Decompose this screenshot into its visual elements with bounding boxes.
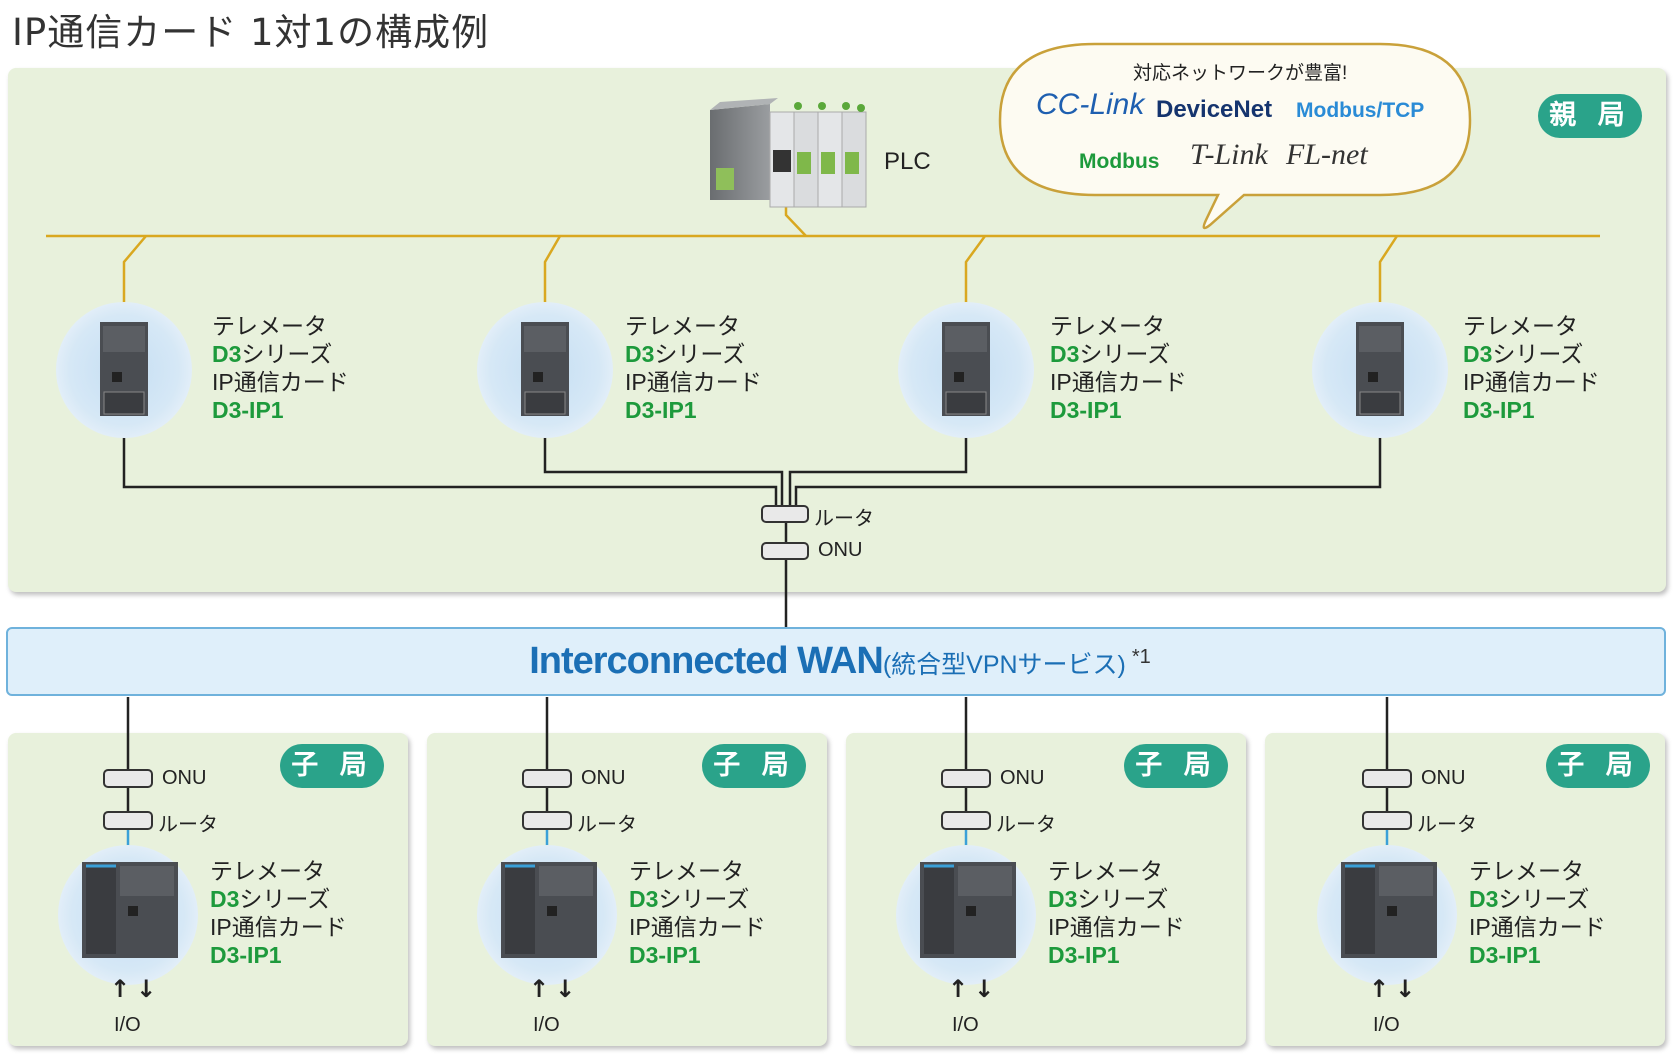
child-device-label: テレメータ D3シリーズ IP通信カード D3-IP1	[1048, 858, 1185, 968]
io-label: I/O	[952, 1014, 979, 1036]
master-device-label: テレメータ D3シリーズ IP通信カード D3-IP1	[1463, 313, 1600, 423]
router-label: ルータ	[158, 814, 218, 836]
onu-label: ONU	[162, 767, 207, 789]
t-link-logo: T-Link	[1190, 138, 1268, 171]
child-station-badge: 子 局	[1546, 744, 1650, 788]
io-arrows-icon: ↑↓	[110, 975, 163, 1003]
child-device-image	[1317, 845, 1457, 985]
onu-label: ONU	[581, 767, 626, 789]
child-device-label: テレメータ D3シリーズ IP通信カード D3-IP1	[1469, 858, 1606, 968]
modbus-logo: Modbus	[1079, 150, 1160, 173]
child-station-badge: 子 局	[280, 744, 384, 788]
master-device-label: テレメータ D3シリーズ IP通信カード D3-IP1	[212, 313, 349, 423]
router-box	[1362, 811, 1412, 830]
plc-device-image	[710, 98, 867, 208]
master-device-image	[56, 302, 192, 438]
onu-box	[941, 769, 991, 788]
io-arrows-icon: ↑↓	[948, 975, 1001, 1003]
router-box	[941, 811, 991, 830]
bubble-heading: 対応ネットワークが豊富!	[1133, 63, 1348, 84]
io-label: I/O	[533, 1014, 560, 1036]
wan-name: Interconnected WAN	[529, 640, 884, 682]
child-device-image	[896, 845, 1036, 985]
cc-link-logo: CC-Link	[1036, 88, 1145, 121]
onu-box	[761, 542, 809, 560]
router-box	[761, 505, 809, 523]
io-label: I/O	[114, 1014, 141, 1036]
io-arrows-icon: ↑↓	[1369, 975, 1422, 1003]
page-title: IP通信カード 1対1の構成例	[12, 11, 490, 54]
onu-box	[1362, 769, 1412, 788]
child-station-badge: 子 局	[1124, 744, 1228, 788]
plc-label: PLC	[884, 148, 931, 175]
devicenet-logo: DeviceNet	[1156, 96, 1273, 123]
router-label: ルータ	[1417, 814, 1477, 836]
wan-label: Interconnected WAN(統合型VPNサービス)*1	[0, 640, 1680, 683]
child-device-label: テレメータ D3シリーズ IP通信カード D3-IP1	[210, 858, 347, 968]
master-device-image	[898, 302, 1034, 438]
network-support-bubble	[998, 42, 1472, 230]
child-device-image	[58, 845, 198, 985]
router-box	[103, 811, 153, 830]
child-station-badge: 子 局	[702, 744, 806, 788]
master-device-label: テレメータ D3シリーズ IP通信カード D3-IP1	[1050, 313, 1187, 423]
router-label: ルータ	[814, 508, 874, 530]
modbus-tcp-logo: Modbus/TCP	[1296, 99, 1425, 122]
onu-label: ONU	[1000, 767, 1045, 789]
master-station-badge: 親 局	[1538, 94, 1642, 138]
onu-box	[522, 769, 572, 788]
router-label: ルータ	[577, 814, 637, 836]
ethernet-line	[122, 418, 1389, 812]
master-device-image	[477, 302, 613, 438]
wan-footnote: *1	[1131, 646, 1151, 668]
master-device-image	[1312, 302, 1448, 438]
wan-subtitle: (統合型VPNサービス)	[882, 651, 1126, 679]
router-box	[522, 811, 572, 830]
master-device-label: テレメータ D3シリーズ IP通信カード D3-IP1	[625, 313, 762, 423]
onu-label: ONU	[1421, 767, 1466, 789]
wan-band	[6, 627, 1666, 696]
onu-box	[103, 769, 153, 788]
fl-net-logo: FL-net	[1286, 138, 1368, 171]
io-arrows-icon: ↑↓	[529, 975, 582, 1003]
router-label: ルータ	[996, 814, 1056, 836]
child-device-image	[477, 845, 617, 985]
child-device-label: テレメータ D3シリーズ IP通信カード D3-IP1	[629, 858, 766, 968]
io-label: I/O	[1373, 1014, 1400, 1036]
onu-label: ONU	[818, 539, 863, 561]
